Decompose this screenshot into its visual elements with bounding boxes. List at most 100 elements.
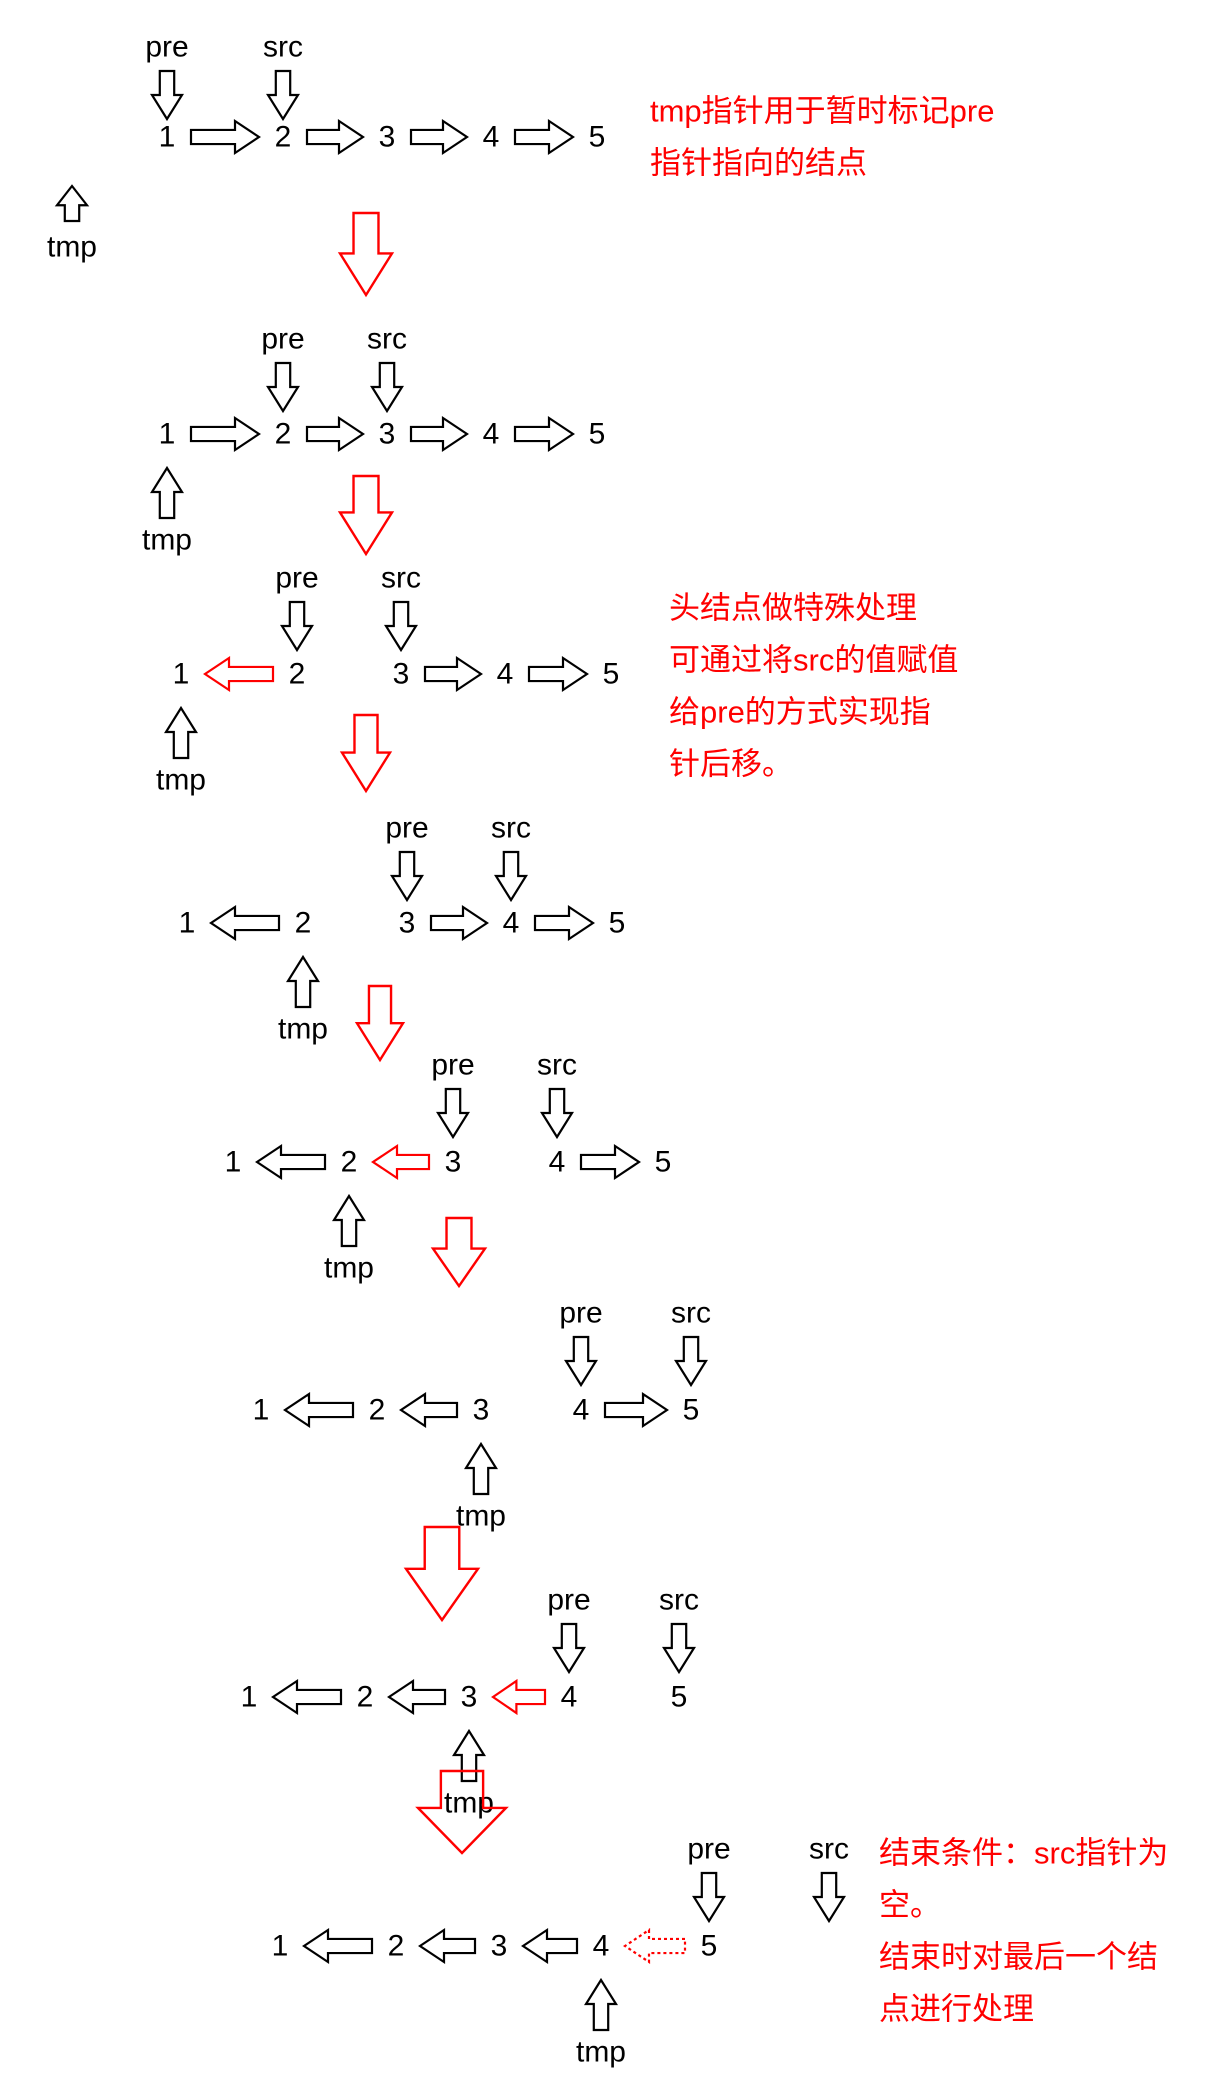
node-3: 3 xyxy=(379,121,396,154)
node-4: 4 xyxy=(497,658,514,691)
tmp-pointer-arrow xyxy=(164,705,198,760)
link-arrow-3-4 xyxy=(409,415,469,453)
link-arrow-4-5 xyxy=(513,118,575,156)
src-label: src xyxy=(263,31,303,64)
pre-label: pre xyxy=(687,1833,730,1866)
node-1: 1 xyxy=(173,658,190,691)
src-label: src xyxy=(381,562,421,595)
link-arrow-1-2 xyxy=(283,1391,355,1429)
note-line: 指针指向的结点 xyxy=(650,146,867,181)
node-3: 3 xyxy=(393,658,410,691)
pre-label: pre xyxy=(431,1049,474,1082)
node-1: 1 xyxy=(253,1394,270,1427)
transition-arrow-7 xyxy=(415,1769,509,1855)
node-3: 3 xyxy=(491,1930,508,1963)
transition-arrow-4 xyxy=(354,984,406,1063)
node-3: 3 xyxy=(473,1394,490,1427)
note-line: 可通过将src的值赋值 xyxy=(669,643,958,678)
node-4: 4 xyxy=(573,1394,590,1427)
link-arrow-1-2 xyxy=(302,1927,374,1965)
node-3: 3 xyxy=(461,1681,478,1714)
transition-arrow-5 xyxy=(430,1216,488,1289)
node-5: 5 xyxy=(589,121,606,154)
pre-pointer-arrow xyxy=(564,1335,598,1388)
tmp-label: tmp xyxy=(456,1500,506,1533)
tmp-pointer-arrow xyxy=(332,1193,366,1248)
note-line: 针后移。 xyxy=(669,747,793,782)
tmp-label: tmp xyxy=(444,1787,494,1820)
link-arrow-1-2 xyxy=(189,415,261,453)
src-label: src xyxy=(537,1049,577,1082)
node-4: 4 xyxy=(483,418,500,451)
node-4: 4 xyxy=(561,1681,578,1714)
tmp-label: tmp xyxy=(156,764,206,797)
pre-label: pre xyxy=(275,562,318,595)
note-1: tmp指针用于暂时标记pre 指针指向的结点 xyxy=(650,94,994,181)
pre-label: pre xyxy=(261,323,304,356)
node-2: 2 xyxy=(289,658,306,691)
node-2: 2 xyxy=(388,1930,405,1963)
node-5: 5 xyxy=(603,658,620,691)
pre-pointer-arrow xyxy=(280,600,314,653)
link-arrow-3-4 xyxy=(409,118,469,156)
pre-label: pre xyxy=(547,1584,590,1617)
tmp-pointer-arrow xyxy=(452,1728,486,1783)
note-line: 空。 xyxy=(879,1888,941,1923)
link-arrow-1-2 xyxy=(255,1143,327,1181)
tmp-pointer-arrow xyxy=(54,184,90,223)
node-2: 2 xyxy=(295,907,312,940)
node-5: 5 xyxy=(655,1146,672,1179)
node-3: 3 xyxy=(379,418,396,451)
src-pointer-arrow xyxy=(494,850,528,903)
node-1: 1 xyxy=(272,1930,289,1963)
note-line: tmp指针用于暂时标记pre xyxy=(650,94,994,129)
link-arrow-2-3 xyxy=(305,415,365,453)
src-pointer-arrow xyxy=(540,1087,574,1140)
tmp-label: tmp xyxy=(576,2036,626,2069)
src-label: src xyxy=(491,812,531,845)
pre-pointer-arrow xyxy=(266,361,300,414)
link-arrow-4-5 xyxy=(513,415,575,453)
tmp-pointer-arrow xyxy=(464,1441,498,1496)
link-arrow-3-4 xyxy=(423,655,483,693)
link-arrow-2-3 xyxy=(387,1678,447,1716)
src-pointer-arrow xyxy=(370,361,404,414)
link-arrow-4-5 xyxy=(527,655,589,693)
note-line: 结束条件：src指针为 xyxy=(879,1836,1168,1871)
pre-pointer-arrow xyxy=(552,1622,586,1675)
transition-arrow-6 xyxy=(403,1525,481,1623)
link-arrow-1-2 xyxy=(209,904,281,942)
tmp-label: tmp xyxy=(142,524,192,557)
link-arrow-2-3 xyxy=(305,118,365,156)
link-arrow-4-5 xyxy=(603,1391,669,1429)
node-1: 1 xyxy=(159,121,176,154)
pre-label: pre xyxy=(559,1297,602,1330)
node-1: 1 xyxy=(179,907,196,940)
src-label: src xyxy=(659,1584,699,1617)
pre-pointer-arrow xyxy=(436,1087,470,1140)
node-4: 4 xyxy=(503,907,520,940)
link-arrow-4-5 xyxy=(533,904,595,942)
tmp-pointer-arrow xyxy=(584,1977,618,2032)
node-1: 1 xyxy=(159,418,176,451)
tmp-label: tmp xyxy=(47,231,97,264)
node-1: 1 xyxy=(241,1681,258,1714)
node-2: 2 xyxy=(357,1681,374,1714)
node-2: 2 xyxy=(369,1394,386,1427)
transition-arrow-2 xyxy=(337,474,395,557)
red-link-arrow-4-5 xyxy=(623,1927,687,1965)
node-5: 5 xyxy=(683,1394,700,1427)
link-arrow-4-5 xyxy=(579,1143,641,1181)
link-arrow-3-4 xyxy=(429,904,489,942)
node-1: 1 xyxy=(225,1146,242,1179)
note-line: 给pre的方式实现指 xyxy=(669,695,931,730)
pre-pointer-arrow xyxy=(692,1871,726,1924)
note-line: 结束时对最后一个结 xyxy=(879,1940,1158,1975)
link-arrow-1-2 xyxy=(189,118,261,156)
